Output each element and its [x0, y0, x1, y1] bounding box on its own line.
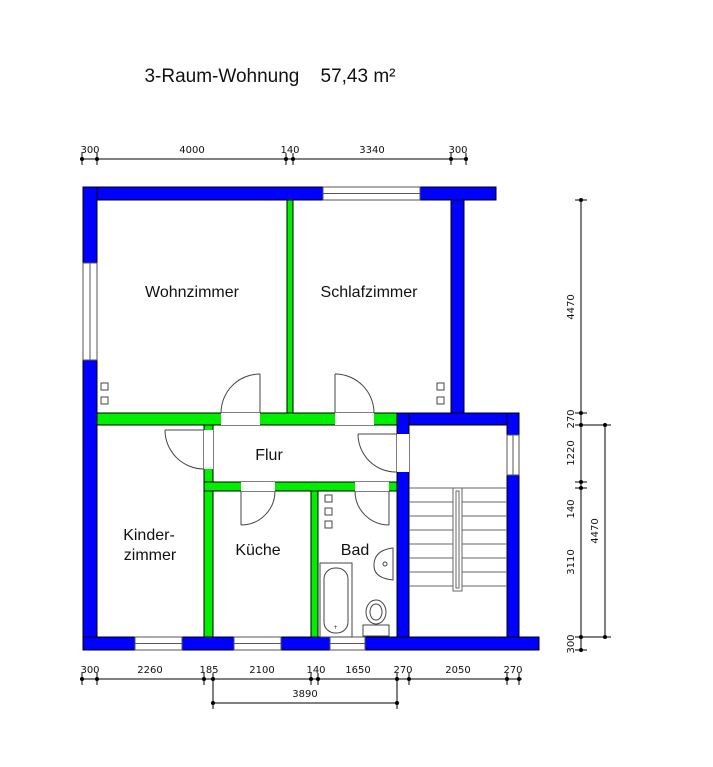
dim-bottom-7: 270: [393, 665, 412, 676]
room-label-bad: Bad: [341, 542, 369, 559]
outer-wall-stair-top: [396, 412, 520, 426]
room-label-wohnzimmer: Wohnzimmer: [145, 284, 240, 301]
outer-wall-bottom-3: [280, 636, 331, 651]
dim-bottom-3: 185: [199, 665, 218, 676]
dim-bottom-8: 2050: [445, 665, 470, 676]
dim-top-1: 300: [80, 145, 99, 156]
room-label-kinderzimmer-line1: Kinder-: [123, 527, 175, 544]
dim-right-5: 3110: [566, 549, 577, 574]
window-schlafzimmer: [322, 186, 421, 201]
washbasin: [373, 547, 394, 581]
dim-top-3: 140: [280, 145, 299, 156]
sockets: [100, 382, 445, 529]
dimension-labels-bottom: 300 2260 185 2100 140 1650 270 2050 270 …: [80, 665, 522, 700]
doors: [164, 373, 409, 526]
apartment-area: 57,43 m²: [320, 66, 396, 87]
window-kueche: [233, 636, 282, 651]
dim-right-6: 300: [566, 634, 577, 653]
dim-bottom-2: 2260: [137, 665, 162, 676]
dimension-labels-right: 4470 270 1220 140 3110 300 4470: [566, 294, 601, 653]
room-labels: Wohnzimmer Schlafzimmer Flur Kinder- zim…: [123, 284, 418, 564]
dim-right-4: 140: [566, 499, 577, 518]
door-wohnzimmer: [220, 373, 261, 425]
dim-right-outer: 4470: [590, 518, 601, 543]
outer-walls: [82, 186, 540, 651]
dim-bottom-1: 300: [80, 665, 99, 676]
door-kinderzimmer: [164, 429, 213, 470]
room-label-kinderzimmer-line2: zimmer: [124, 547, 177, 564]
socket-schlafzimmer: [436, 382, 445, 405]
window-wohnzimmer: [82, 262, 98, 361]
door-entrance: [357, 433, 409, 473]
dim-top-2: 4000: [179, 145, 204, 156]
outer-wall-top-left: [82, 186, 324, 201]
dim-bottom-total: 3890: [292, 689, 317, 700]
outer-wall-right-upper: [450, 199, 465, 414]
dimension-chain-top: [81, 153, 468, 165]
outer-wall-bottom-2: [181, 636, 235, 651]
dim-bottom-6: 1650: [345, 665, 370, 676]
socket-bad: [324, 494, 333, 529]
outer-wall-left-upper: [82, 186, 98, 264]
dim-bottom-4: 2100: [249, 665, 274, 676]
svg-text:+: +: [333, 624, 338, 631]
room-label-schlafzimmer: Schlafzimmer: [321, 284, 419, 301]
stair-steps: [409, 487, 507, 587]
windows: [82, 186, 520, 651]
toilet: [362, 599, 390, 637]
outer-wall-left-lower: [82, 359, 98, 651]
room-label-flur: Flur: [255, 447, 283, 464]
window-bad: [329, 636, 366, 651]
outer-wall-stair-right-top: [506, 412, 520, 436]
dim-bottom-9: 270: [503, 665, 522, 676]
outer-wall-bottom-4: [364, 636, 540, 651]
bathroom-fixtures: +: [319, 547, 394, 638]
room-label-kueche: Küche: [235, 542, 280, 559]
staircase: [409, 487, 507, 592]
door-schlafzimmer: [334, 373, 375, 425]
stair-handrail: [452, 487, 463, 592]
socket-wohnzimmer: [100, 382, 109, 405]
dimension-labels-top: 300 4000 140 3340 300: [80, 145, 467, 156]
dim-top-4: 3340: [359, 145, 384, 156]
dim-right-3: 1220: [566, 440, 577, 465]
door-bad: [354, 482, 390, 526]
dim-top-5: 300: [448, 145, 467, 156]
outer-wall-top-right: [419, 186, 497, 201]
dim-right-2: 270: [566, 409, 577, 428]
bathtub: +: [319, 562, 353, 638]
outer-wall-stair-right-bottom: [506, 474, 520, 651]
window-stair: [506, 434, 520, 476]
door-kueche: [240, 482, 276, 526]
dim-bottom-5: 140: [306, 665, 325, 676]
inner-wall-wohn-schlaf: [286, 199, 294, 415]
window-kinderzimmer: [134, 636, 183, 651]
inner-wall-kueche-bad: [310, 490, 319, 638]
outer-wall-bottom-1: [82, 636, 136, 651]
plan-title: 3-Raum-Wohnung 57,43 m²: [0, 66, 540, 88]
dim-right-1: 4470: [566, 294, 577, 319]
dimension-markers: [80, 157, 607, 705]
apartment-type: 3-Raum-Wohnung: [144, 66, 300, 87]
